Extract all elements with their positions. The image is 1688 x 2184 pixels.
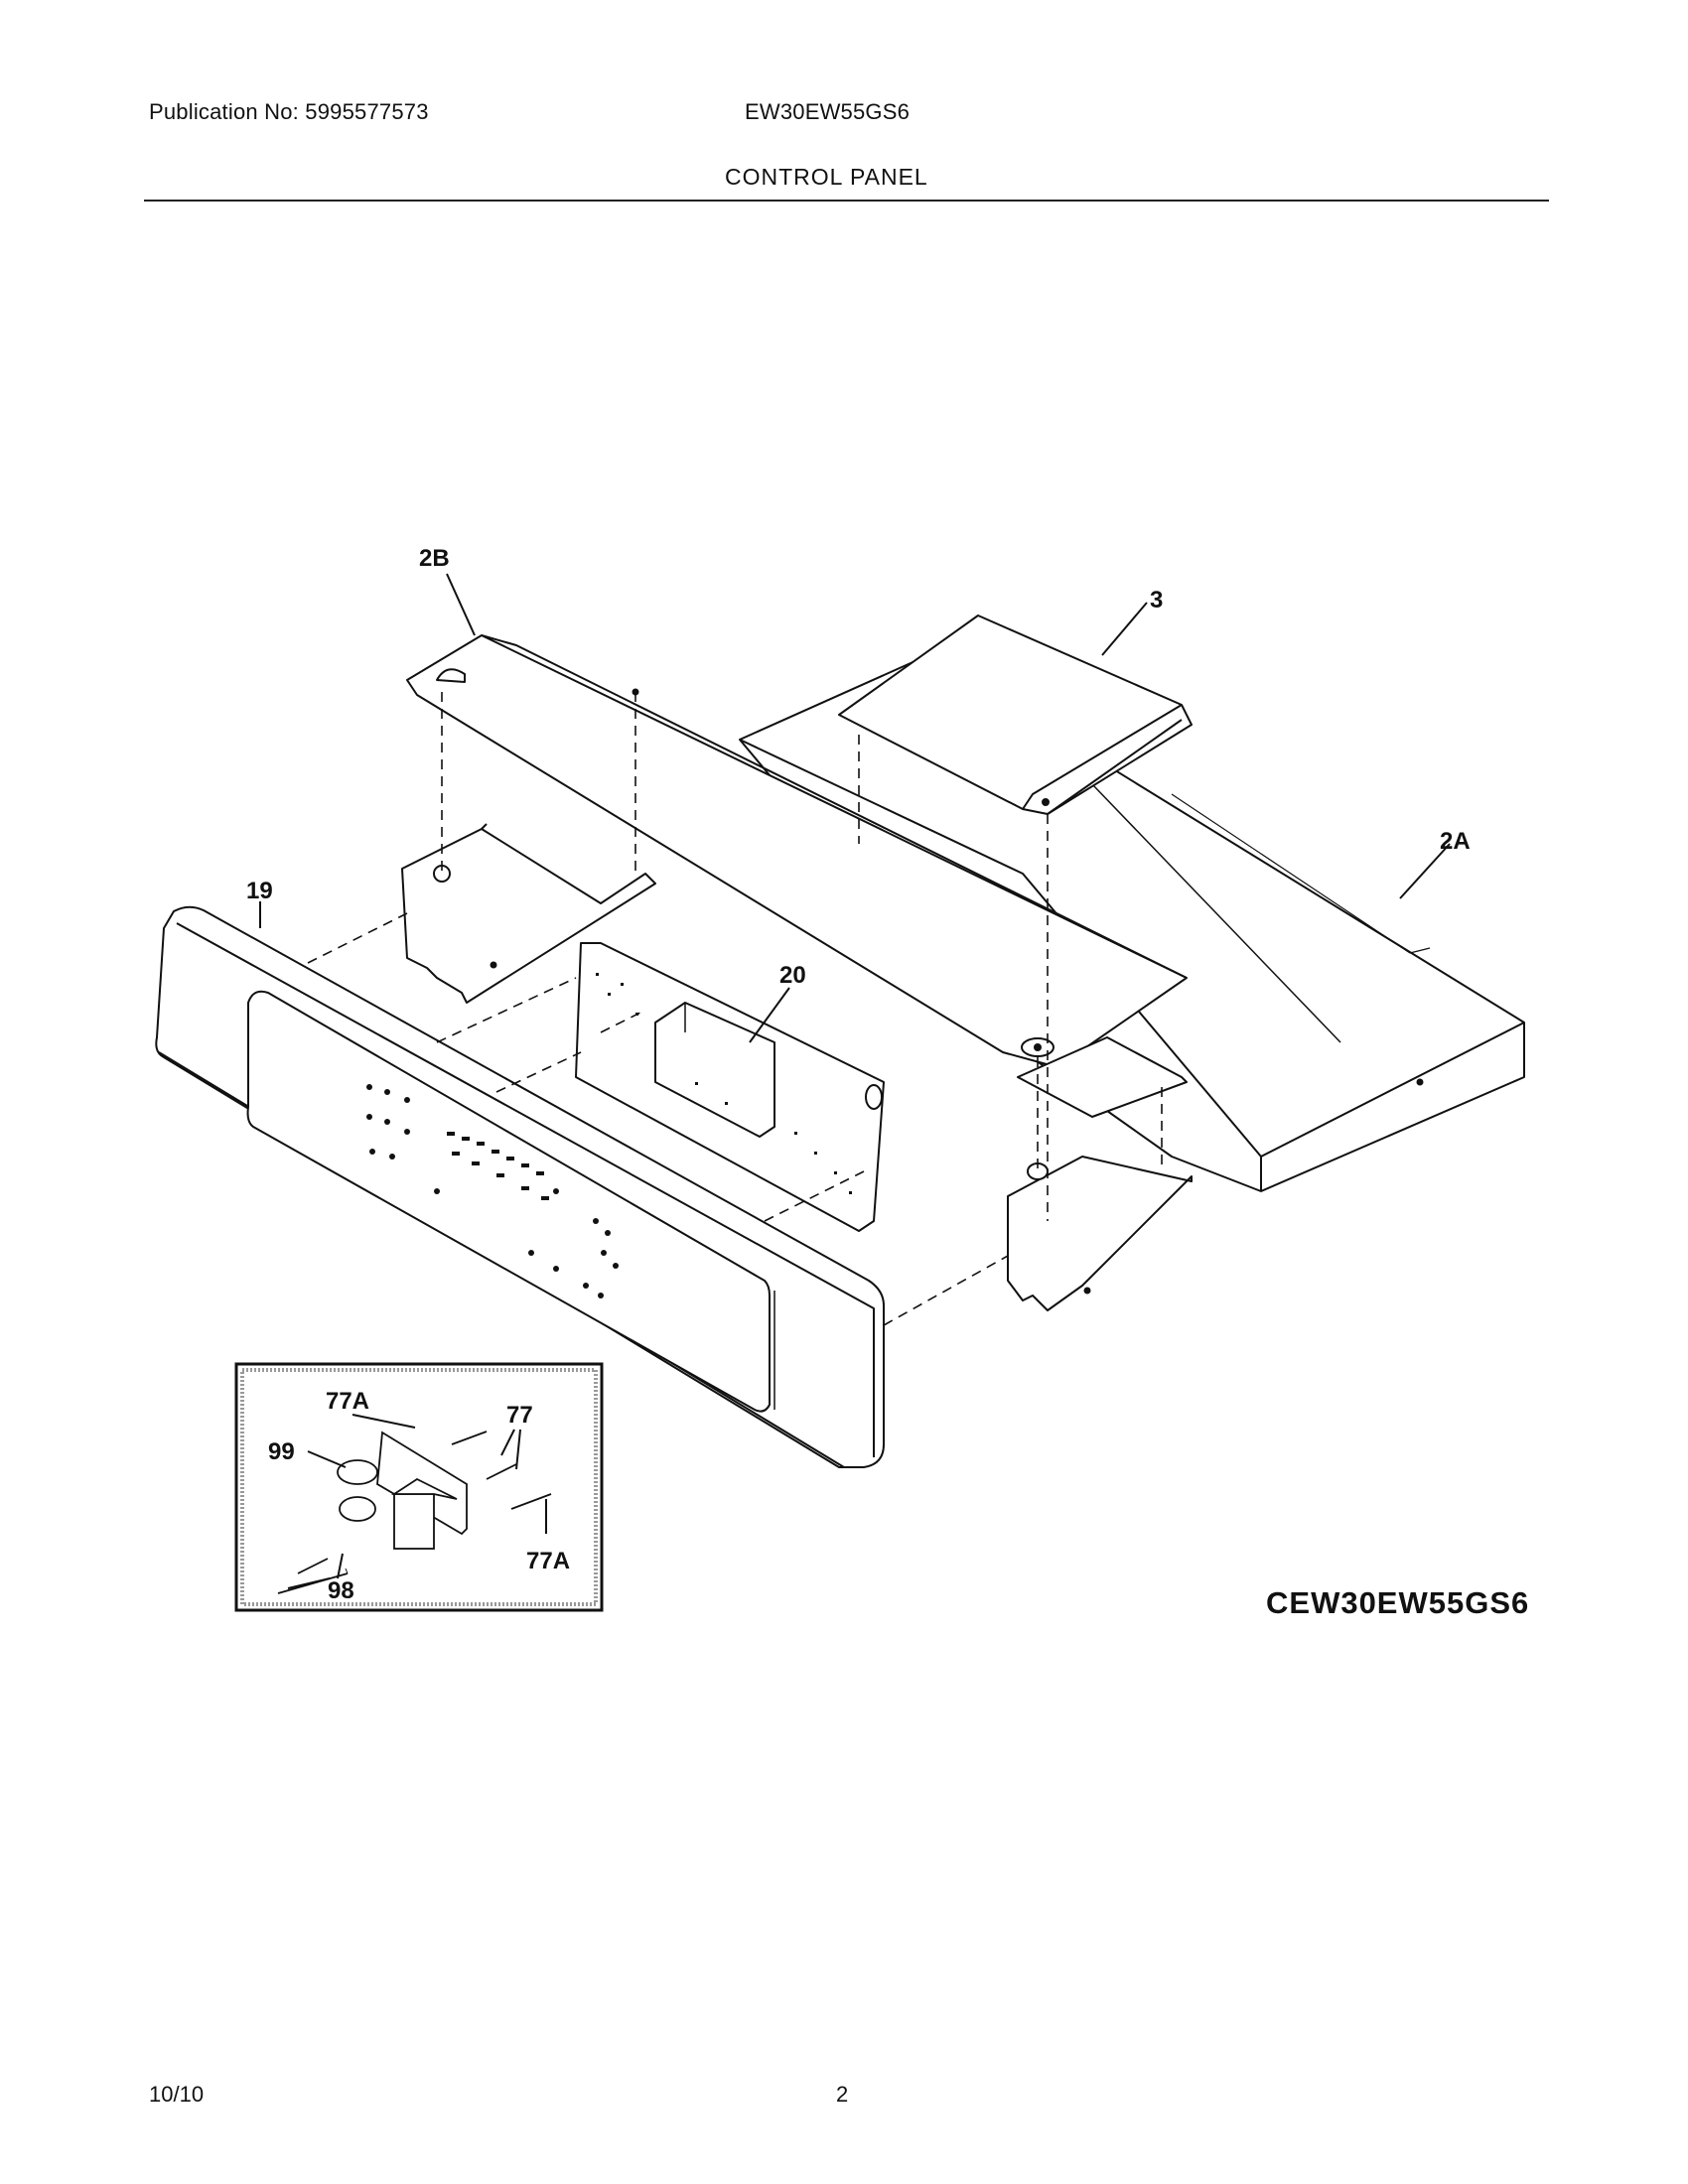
callout-77a-bottom: 77A (526, 1548, 570, 1574)
part-2b-shield (406, 634, 1188, 1068)
model-number: EW30EW55GS6 (745, 99, 911, 124)
drawing-code: CEW30EW55GS6 (1266, 1585, 1529, 1620)
callout-20: 20 (779, 962, 806, 989)
callout-leaders (259, 573, 1451, 1043)
inset-leaders (287, 1414, 547, 1589)
part-20-control-board (575, 942, 885, 1232)
left-bracket (401, 823, 656, 1004)
callout-77: 77 (506, 1402, 533, 1429)
callout-99: 99 (268, 1438, 295, 1465)
callout-98: 98 (328, 1577, 354, 1604)
callout-19: 19 (246, 878, 273, 904)
header-rule (144, 200, 1549, 202)
publication-number: Publication No: 5995577573 (149, 99, 429, 124)
right-bracket (1007, 1036, 1193, 1311)
part-19-console-panel (155, 905, 885, 1468)
callout-2b: 2B (419, 545, 450, 572)
transformer-body (393, 1493, 435, 1550)
section-title: CONTROL PANEL (725, 164, 928, 190)
part-3-cover-plate (838, 614, 1193, 815)
inset-detail: 77A 77 99 77A 98 (234, 1362, 604, 1612)
callout-2a: 2A (1440, 828, 1471, 855)
footer-date: 10/10 (149, 2082, 205, 2107)
callout-3: 3 (1150, 587, 1163, 614)
assembly-guide-lines (307, 692, 1163, 1326)
page-number: 2 (836, 2082, 849, 2107)
callout-77a-top: 77A (326, 1388, 369, 1415)
